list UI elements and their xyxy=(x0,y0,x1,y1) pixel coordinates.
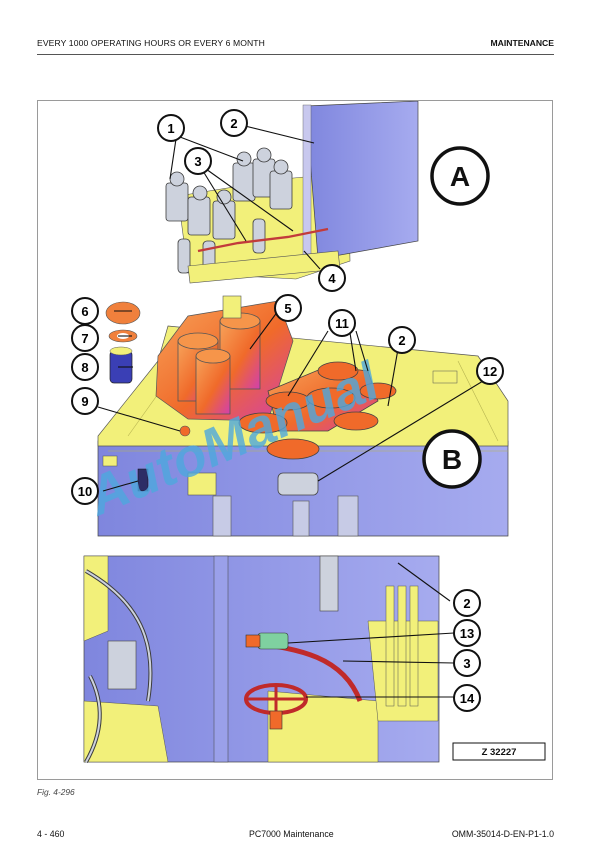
callout-8: 8 xyxy=(71,353,99,381)
callout-10: 10 xyxy=(71,477,99,505)
callout-2-detail: 2 xyxy=(453,589,481,617)
view-a-illustration xyxy=(165,100,419,284)
callout-13: 13 xyxy=(453,619,481,647)
callout-3-view-a: 3 xyxy=(184,147,212,175)
svg-text:7: 7 xyxy=(81,331,88,346)
svg-text:8: 8 xyxy=(81,360,88,375)
svg-text:13: 13 xyxy=(460,626,474,641)
footer-document-id: OMM-35014-D-EN-P1-1.0 xyxy=(451,829,554,839)
footer-page-number: 4 - 460 xyxy=(37,829,65,839)
callout-1: 1 xyxy=(157,114,185,142)
detail-view-illustration: Z 32227 xyxy=(83,555,546,763)
header-chapter: MAINTENANCE xyxy=(490,38,555,48)
view-label-b: B xyxy=(422,429,482,489)
callout-3-detail: 3 xyxy=(453,649,481,677)
svg-text:4: 4 xyxy=(328,271,336,286)
callout-12: 12 xyxy=(476,357,504,385)
svg-text:5: 5 xyxy=(284,301,291,316)
callout-14: 14 xyxy=(453,684,481,712)
callout-7: 7 xyxy=(71,324,99,352)
svg-text:2: 2 xyxy=(463,596,470,611)
maintenance-illustration: Z 32227 AutoManual A B xyxy=(71,100,546,763)
svg-text:A: A xyxy=(450,161,470,192)
callout-2-view-a: 2 xyxy=(220,109,248,137)
callout-2-view-b: 2 xyxy=(388,326,416,354)
view-b-illustration xyxy=(97,295,509,537)
svg-text:12: 12 xyxy=(483,364,497,379)
svg-text:B: B xyxy=(442,444,462,475)
svg-text:11: 11 xyxy=(335,316,349,331)
header-rule xyxy=(37,54,554,55)
callout-5: 5 xyxy=(274,294,302,322)
footer-manual-title: PC7000 Maintenance xyxy=(249,829,334,839)
svg-text:1: 1 xyxy=(167,121,174,136)
callout-11: 11 xyxy=(328,309,356,337)
figure-caption: Fig. 4-296 xyxy=(37,787,75,797)
svg-text:14: 14 xyxy=(460,691,475,706)
svg-text:9: 9 xyxy=(81,394,88,409)
figure-reference-number: Z 32227 xyxy=(482,747,517,758)
header-section-title: EVERY 1000 OPERATING HOURS OR EVERY 6 MO… xyxy=(37,38,265,48)
callout-9: 9 xyxy=(71,387,99,415)
view-label-a: A xyxy=(430,146,490,206)
svg-text:10: 10 xyxy=(78,484,92,499)
callout-6: 6 xyxy=(71,297,99,325)
leader-lines xyxy=(97,124,484,698)
svg-text:3: 3 xyxy=(463,656,470,671)
svg-text:2: 2 xyxy=(230,116,237,131)
figure-frame: Z 32227 AutoManual A B xyxy=(37,100,553,780)
callout-4: 4 xyxy=(318,264,346,292)
svg-text:6: 6 xyxy=(81,304,88,319)
svg-text:3: 3 xyxy=(194,154,201,169)
svg-text:2: 2 xyxy=(398,333,405,348)
